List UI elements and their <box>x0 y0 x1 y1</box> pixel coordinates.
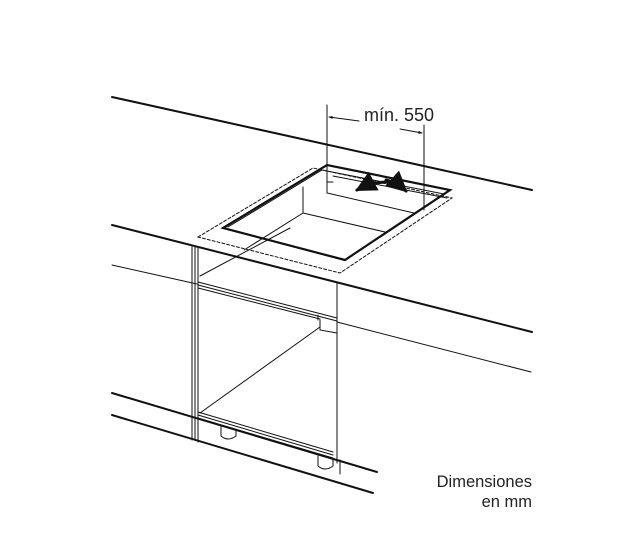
cabinet-foot-left <box>220 426 237 440</box>
base-cabinet <box>191 227 338 464</box>
units-note-line1: Dimensiones <box>436 473 532 491</box>
worktop-back-edge <box>111 96 533 191</box>
units-note-line2: en mm <box>481 493 532 511</box>
plinth-top-edge <box>111 392 378 473</box>
cabinet-foot-right <box>317 455 334 470</box>
worktop-front-edge <box>111 224 533 333</box>
worktop-front-lower-edge <box>111 264 198 285</box>
units-note: Dimensiones en mm <box>437 472 532 512</box>
minimum-width-label: mín. 550 <box>364 105 435 125</box>
cooktop-outline-dashed <box>196 167 454 274</box>
plinth-bottom-edge <box>111 414 374 494</box>
dimension-arrow-right <box>399 128 423 134</box>
dimension-arrow-left <box>328 115 360 122</box>
worktop-cutout <box>220 163 453 262</box>
